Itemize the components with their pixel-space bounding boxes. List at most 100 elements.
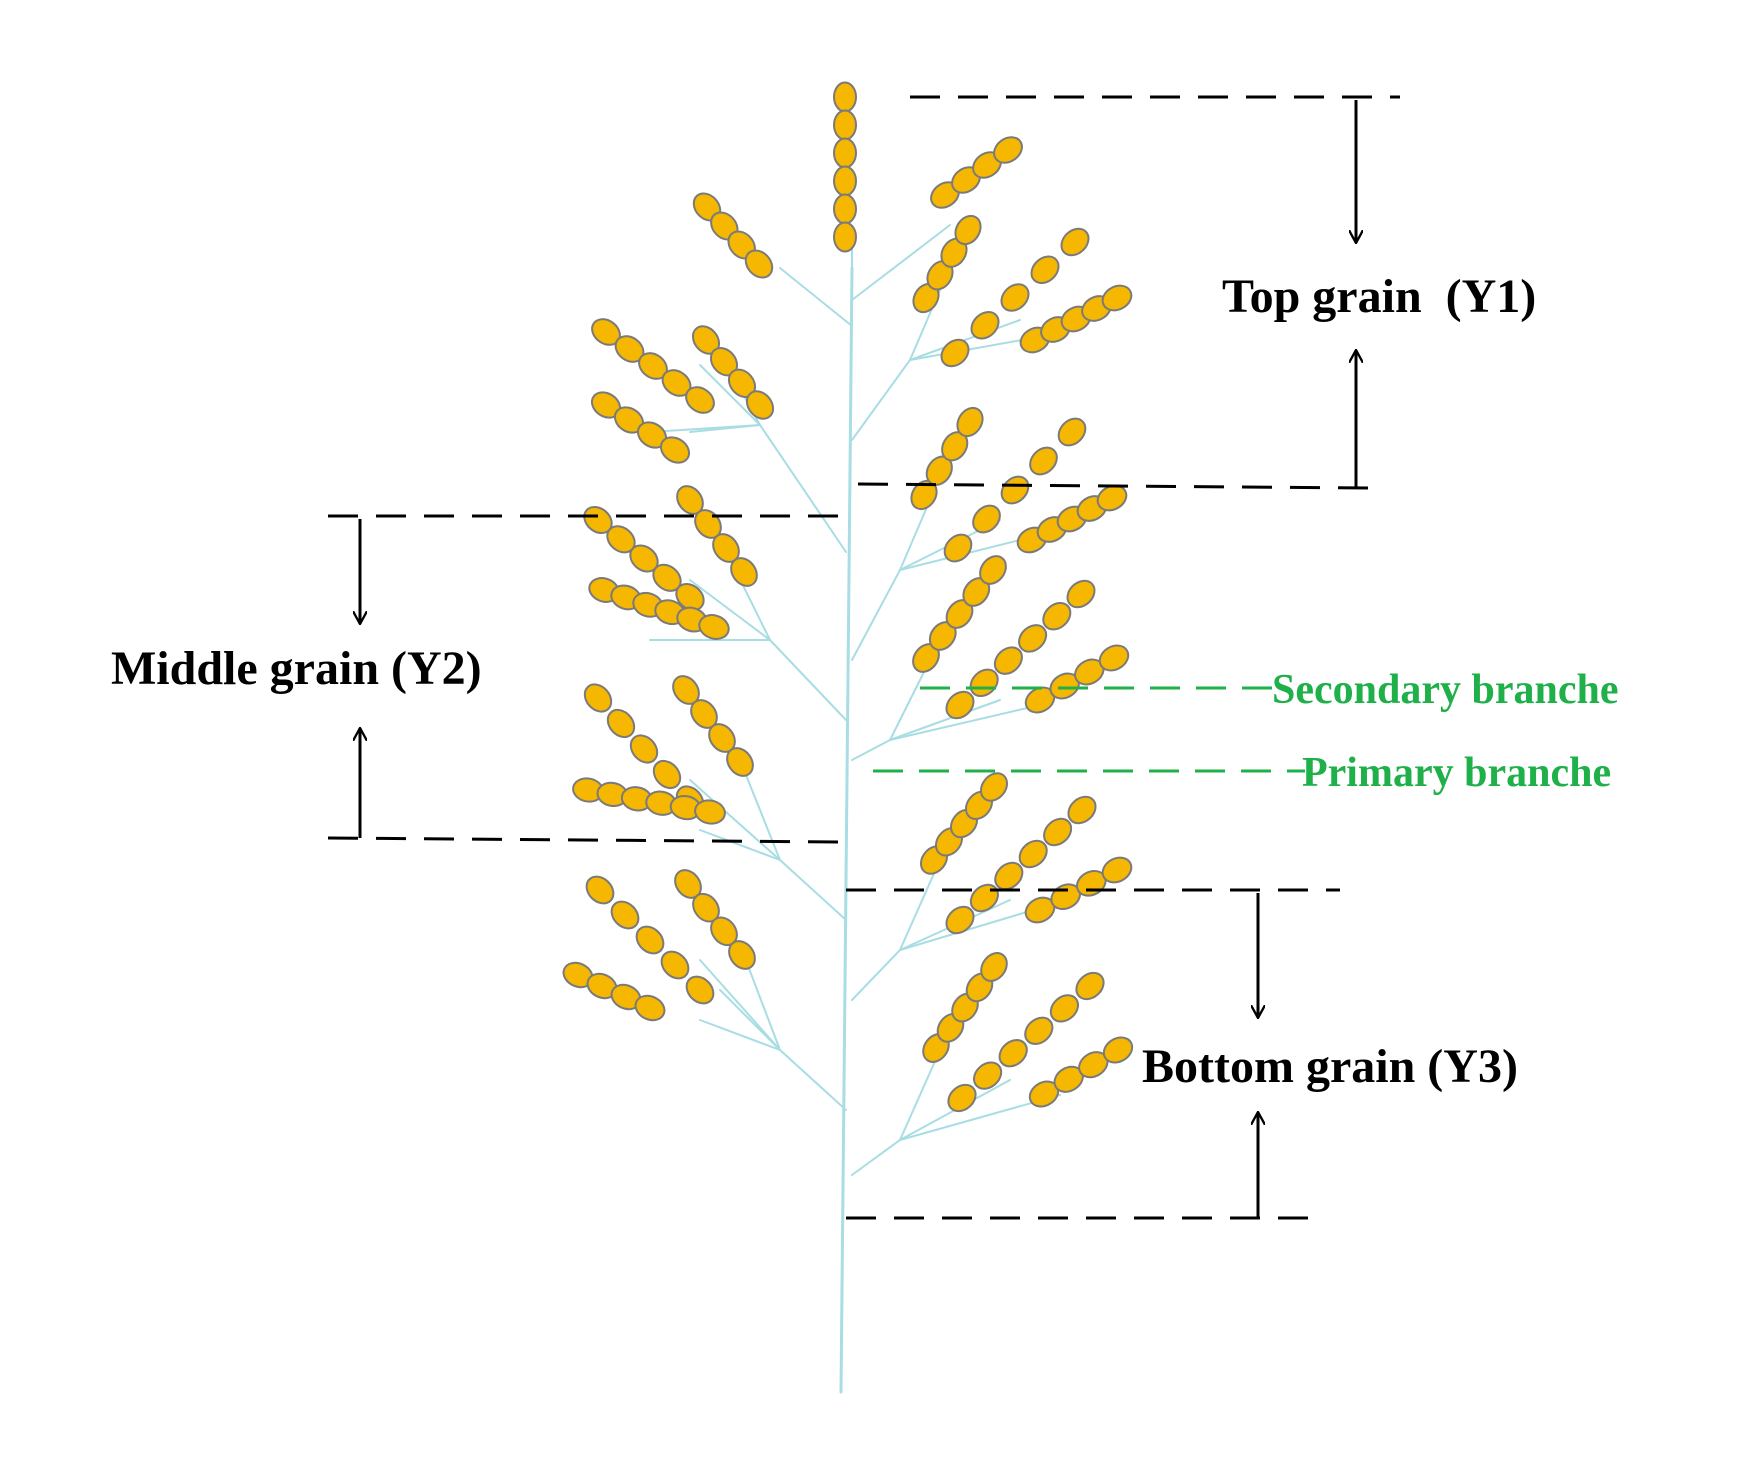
top-lower-dashed-line: [857, 482, 1369, 490]
secondary-branch-label: Secondary branche: [1272, 667, 1619, 713]
grain: [833, 221, 857, 253]
grain: [685, 975, 715, 1005]
top-grain-label: Top grain (Y1): [1222, 270, 1536, 323]
grain: [945, 905, 975, 935]
right-secondary-branch: [889, 704, 1041, 741]
grain: [629, 734, 659, 764]
grain: [745, 390, 775, 420]
grain: [1042, 601, 1072, 631]
left-secondary-branch: [699, 364, 761, 426]
left-secondary-branch: [689, 424, 761, 433]
grain: [1075, 971, 1105, 1001]
right-secondary-branch: [889, 659, 931, 741]
grain-cluster: [562, 81, 1134, 1113]
grain: [685, 386, 715, 414]
grain: [993, 646, 1023, 675]
left-secondary-branch: [739, 759, 781, 861]
grain: [972, 504, 1001, 534]
middle-lower-dashed-line: [327, 836, 847, 844]
grain: [945, 690, 975, 720]
bottom-region-guides: Bottom grain (Y3): [846, 888, 1518, 1220]
grain: [1018, 839, 1048, 869]
grain: [979, 555, 1007, 585]
right-primary-branch: [851, 739, 891, 761]
right-secondary-branch: [899, 859, 941, 951]
grain: [652, 759, 682, 790]
grain: [585, 875, 615, 905]
grain: [940, 338, 970, 368]
right-primary-branch: [851, 224, 951, 301]
left-secondary-branch: [689, 579, 771, 641]
left-primary-branch: [759, 424, 847, 553]
bottom-grain-label: Bottom grain (Y3): [1142, 1040, 1518, 1093]
left-secondary-branch: [699, 829, 781, 861]
grain: [1060, 227, 1090, 257]
grain: [979, 772, 1009, 802]
grain: [1101, 284, 1133, 312]
middle-grain-label: Middle grain (Y2): [111, 642, 482, 695]
grain: [1000, 283, 1030, 312]
grain: [660, 950, 690, 980]
left-primary-branch: [779, 859, 847, 921]
grain: [694, 799, 726, 825]
right-primary-branch: [851, 359, 911, 441]
grain: [993, 136, 1023, 164]
grain: [1067, 795, 1097, 825]
grain: [956, 406, 984, 438]
right-primary-branch: [851, 949, 901, 1001]
grain: [1101, 856, 1133, 884]
grain: [970, 311, 1000, 340]
top-region-guides: Top grain (Y1): [857, 95, 1536, 490]
right-secondary-branch: [899, 499, 931, 571]
grain: [1102, 1036, 1134, 1064]
grain: [833, 193, 857, 225]
grain: [726, 747, 754, 777]
grain: [1057, 417, 1087, 447]
main-axis: [839, 266, 854, 1394]
right-primary-branch: [851, 569, 901, 661]
grain: [1018, 624, 1048, 653]
grain: [1043, 817, 1073, 847]
grain: [947, 1083, 977, 1113]
grain: [698, 614, 730, 640]
left-primary-branch: [769, 639, 847, 721]
grain: [994, 861, 1024, 891]
middle-region-guides: Middle grain (Y2): [111, 514, 847, 844]
left-secondary-branch: [719, 989, 781, 1051]
grain: [1029, 446, 1058, 476]
grain: [728, 940, 756, 970]
grain: [1066, 579, 1096, 609]
grain: [833, 109, 857, 141]
grain: [634, 994, 666, 1022]
left-primary-branch: [779, 1049, 847, 1111]
right-secondary-branch: [909, 319, 1021, 361]
grain: [1000, 475, 1030, 505]
grain: [675, 582, 705, 612]
upper-left-branch: [779, 267, 853, 327]
grain: [610, 900, 640, 930]
grain: [833, 165, 857, 197]
grain: [744, 249, 774, 279]
grain: [943, 533, 973, 563]
branch-annotations: Secondary branche Primary branche: [873, 667, 1619, 796]
grain: [980, 952, 1008, 982]
left-secondary-branch: [699, 1019, 781, 1051]
grain: [1096, 484, 1128, 512]
grain: [973, 1061, 1003, 1090]
right-secondary-branch: [889, 699, 1001, 741]
grain: [833, 137, 857, 169]
primary-branch-label: Primary branche: [1302, 750, 1611, 796]
grain: [583, 683, 613, 713]
grain: [730, 557, 758, 587]
grain: [635, 925, 665, 955]
grain: [833, 81, 857, 113]
grain: [1030, 255, 1060, 285]
grain: [954, 214, 982, 246]
grain: [1098, 644, 1130, 672]
left-secondary-branch: [699, 959, 781, 1051]
left-secondary-branch: [689, 779, 781, 861]
right-primary-branch: [851, 1139, 901, 1176]
grain: [1049, 994, 1079, 1023]
grain: [998, 1039, 1028, 1068]
